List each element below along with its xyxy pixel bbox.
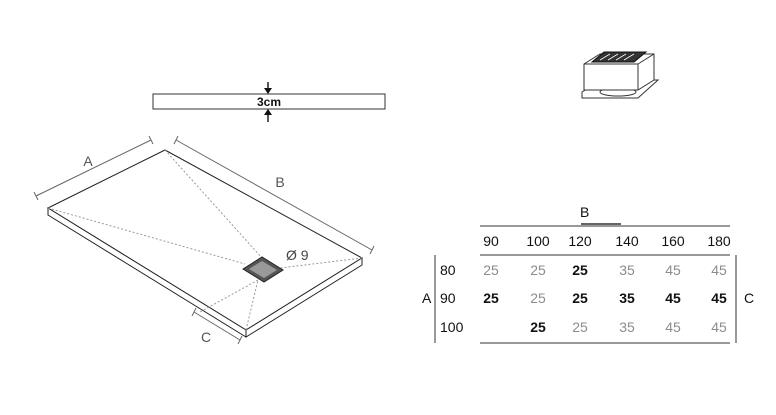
table-lines bbox=[434, 223, 737, 344]
table-cell: 25 bbox=[530, 290, 546, 306]
dimension-b-label: B bbox=[275, 174, 284, 190]
arrow-down-icon bbox=[264, 82, 272, 94]
table-cell: 25 bbox=[572, 319, 588, 335]
table-cell: 25 bbox=[483, 262, 499, 278]
thickness-profile-bar bbox=[152, 93, 386, 110]
column-header: 120 bbox=[568, 233, 592, 249]
table-cell: 45 bbox=[711, 319, 727, 335]
dimension-c-label: C bbox=[201, 329, 211, 345]
table-cell: 35 bbox=[619, 290, 635, 306]
table-cell: 25 bbox=[530, 262, 546, 278]
drain-illustration bbox=[581, 51, 660, 99]
column-header: 100 bbox=[526, 233, 550, 249]
table-cell: 45 bbox=[665, 290, 681, 306]
column-header: 90 bbox=[483, 233, 499, 249]
drain-grate-icon bbox=[242, 256, 284, 283]
table-cell: 25 bbox=[530, 319, 546, 335]
row-header: 100 bbox=[440, 319, 464, 335]
table-cell: 35 bbox=[619, 319, 635, 335]
table-cell: 45 bbox=[665, 262, 681, 278]
table-cell: 45 bbox=[665, 319, 681, 335]
dimension-a-label: A bbox=[83, 153, 93, 169]
dimensions-table: B 90 100 120 140 160 180 80 25 25 25 35 45 45 90 25 25… bbox=[405, 198, 775, 358]
table-cell: 25 bbox=[572, 262, 588, 278]
table-cell: 45 bbox=[711, 262, 727, 278]
row-header: 80 bbox=[440, 262, 456, 278]
table-cell: 25 bbox=[572, 290, 588, 306]
row-header: 90 bbox=[440, 290, 456, 306]
column-axis-label: B bbox=[580, 204, 590, 220]
dimension-b-line bbox=[173, 135, 375, 255]
right-axis-label: C bbox=[744, 290, 755, 306]
row-axis-label: A bbox=[422, 290, 432, 306]
shower-tray-drawing: A B C Ø 9 bbox=[33, 135, 375, 345]
thickness-diagram: 3cm bbox=[152, 82, 386, 122]
drain-diameter-label: Ø 9 bbox=[286, 247, 309, 263]
table-cell: 25 bbox=[483, 290, 499, 306]
column-header: 140 bbox=[615, 233, 639, 249]
dimension-c-line bbox=[191, 307, 243, 345]
slope-lines bbox=[47, 149, 363, 331]
column-header: 180 bbox=[707, 233, 731, 249]
table-cell: 35 bbox=[619, 262, 635, 278]
dimension-a-line bbox=[33, 135, 154, 201]
arrow-up-icon bbox=[264, 109, 272, 122]
column-header: 160 bbox=[661, 233, 685, 249]
table-cell: 45 bbox=[711, 290, 727, 306]
thickness-label: 3cm bbox=[257, 95, 281, 109]
tray-right-edge bbox=[245, 257, 363, 338]
